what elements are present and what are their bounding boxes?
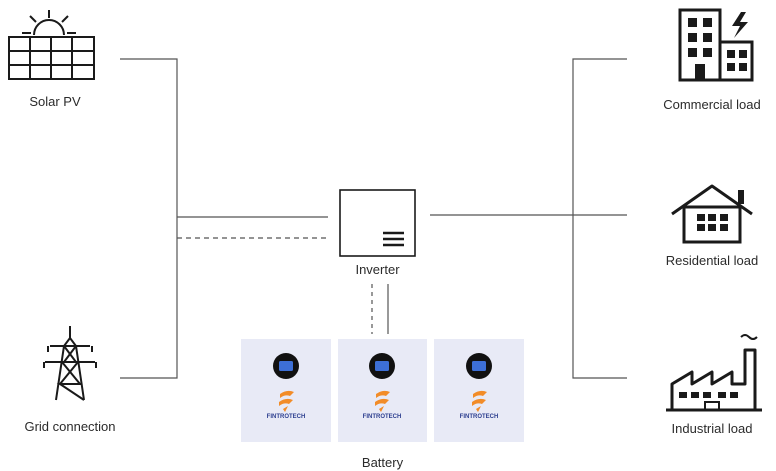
solar-connector-line [120, 58, 178, 379]
battery-brand-text: FINTROTECH [459, 414, 499, 420]
loads-bus-line [572, 58, 627, 379]
industrial-load-label: Industrial load [671, 421, 753, 436]
battery-label: Battery [361, 455, 404, 470]
battery-unit-1 [241, 339, 331, 442]
grid-connection-label: Grid connection [24, 419, 116, 434]
office-building-icon [678, 8, 754, 82]
battery-unit-3 [434, 339, 524, 442]
commercial-load-label: Commercial load [663, 97, 761, 112]
solar-pv-label: Solar PV [29, 94, 81, 109]
inverter-label: Inverter [355, 262, 400, 277]
battery-brand-text: FINTROTECH [362, 414, 402, 420]
residential-load-label: Residential load [665, 253, 759, 268]
brand-logo-icon [375, 390, 390, 412]
battery-brand-text: FINTROTECH [266, 414, 306, 420]
brand-logo-icon [279, 390, 294, 412]
power-tower-icon [43, 326, 97, 401]
solar-panel-icon [8, 10, 95, 80]
connection-lines [120, 58, 627, 379]
factory-icon [666, 334, 762, 412]
battery-unit-2 [338, 339, 427, 442]
house-icon [671, 184, 753, 244]
inverter-box-icon [339, 189, 416, 257]
brand-logo-icon [472, 390, 487, 412]
